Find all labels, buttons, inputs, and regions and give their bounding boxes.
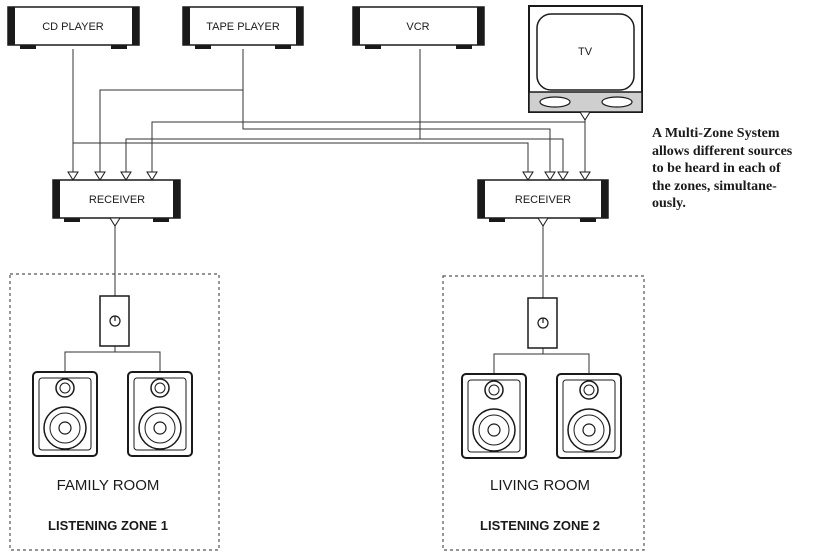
zone-2-outline (442, 275, 645, 551)
receiver-1: RECEIVER (52, 179, 181, 222)
zone-2-wiring (493, 218, 590, 374)
zone-2-volume-control (527, 297, 558, 349)
caption-line: to be heard in each of (652, 161, 781, 176)
tv-label: TV (578, 46, 593, 58)
caption-line: allows different sources (652, 143, 793, 159)
zone-2-zone-label: LISTENING ZONE 2 (480, 518, 600, 533)
tape-player: TAPE PLAYER (182, 6, 304, 49)
cd-player: CD PLAYER (7, 6, 140, 49)
receiver-2: RECEIVER (477, 179, 609, 222)
receiver-1-output-jack (109, 217, 121, 227)
cd-player-label: CD PLAYER (42, 21, 104, 33)
zone-1-speaker-right (127, 371, 193, 457)
receiver-2-output-jack (537, 217, 549, 227)
zone-1-volume-control (99, 295, 130, 347)
receiver-1-label: RECEIVER (89, 194, 145, 206)
tape-player-label: TAPE PLAYER (206, 21, 280, 33)
tv: TV (528, 5, 643, 113)
caption-line: A Multi-Zone System (652, 126, 780, 141)
zone-1-room-label: FAMILY ROOM (57, 477, 160, 494)
zone-1-zone-label: LISTENING ZONE 1 (48, 518, 168, 533)
caption: A Multi-Zone System allows different sou… (652, 125, 839, 213)
vcr-label: VCR (406, 21, 429, 33)
receiver-2-label: RECEIVER (515, 194, 571, 206)
caption-line: the zones, simultane- (652, 178, 777, 194)
vcr: VCR (352, 6, 485, 49)
zone-1-speaker-left (32, 371, 98, 457)
zone-1-wiring (64, 218, 161, 372)
zone-2-speaker-right (556, 373, 622, 459)
source-wiring (72, 49, 586, 172)
receiver-input-jacks (67, 111, 591, 181)
zone-2-speaker-left (461, 373, 527, 459)
caption-line: ously. (652, 196, 686, 211)
zone-2-room-label: LIVING ROOM (490, 477, 590, 494)
